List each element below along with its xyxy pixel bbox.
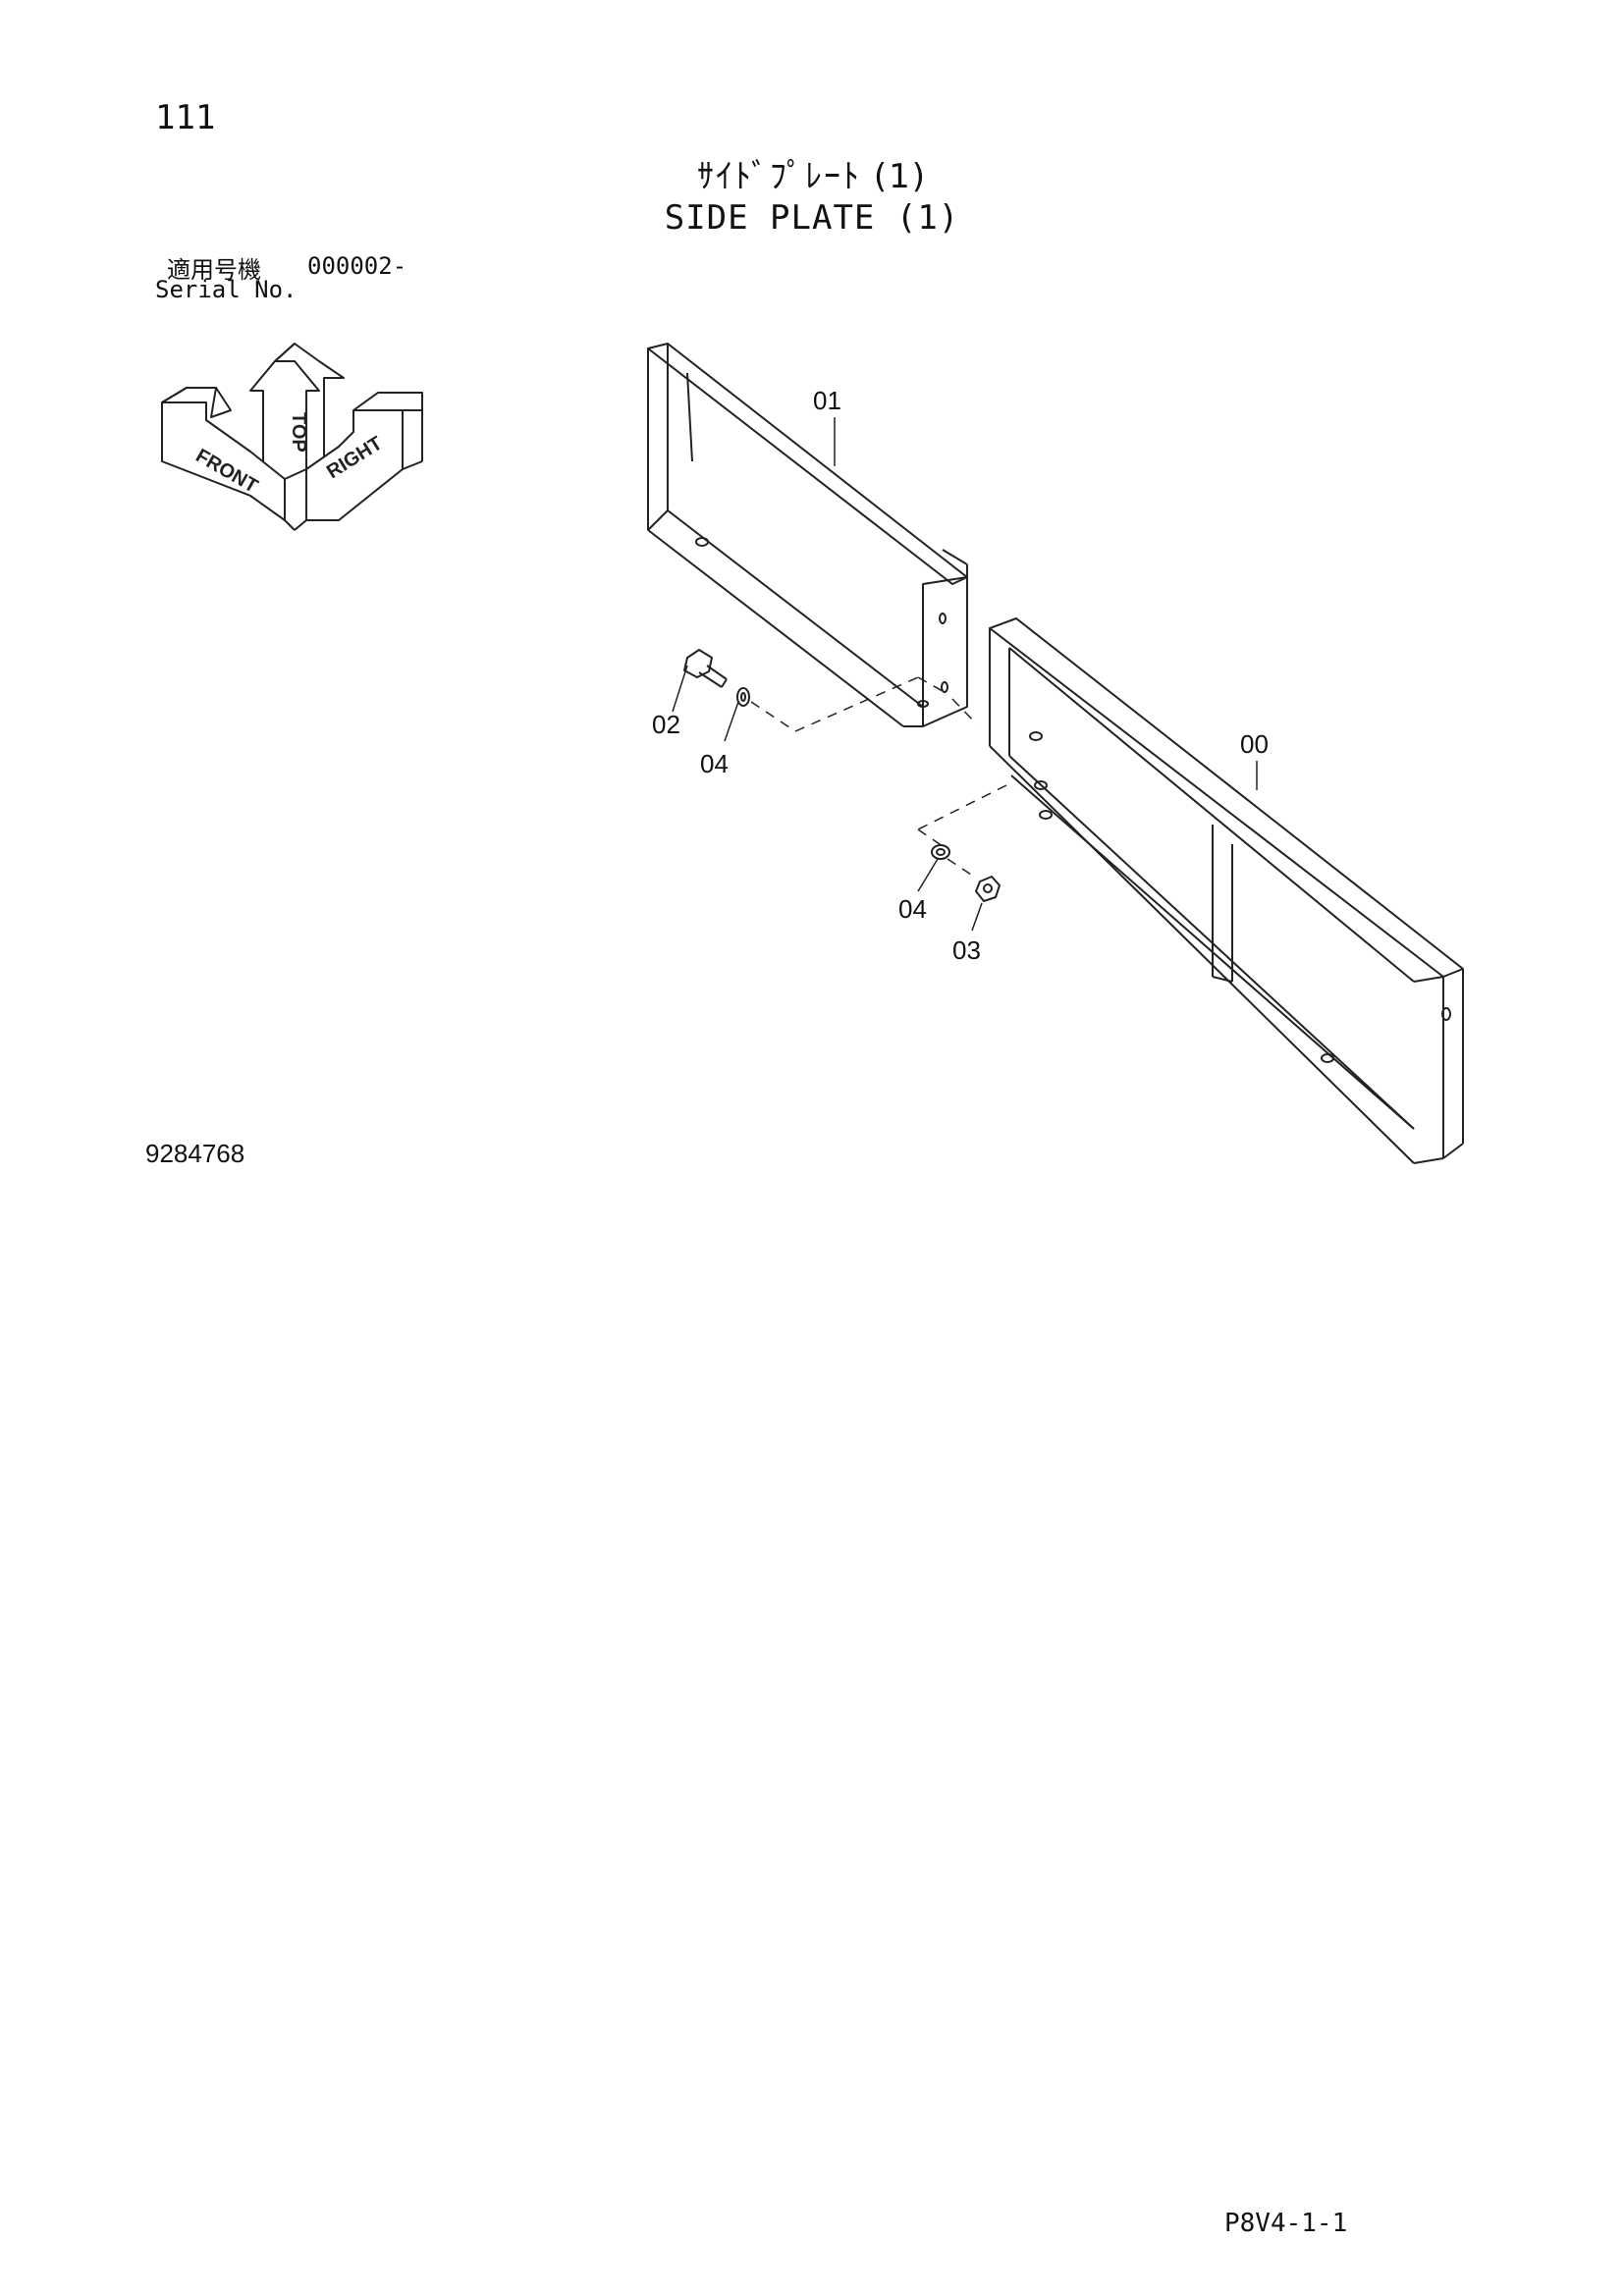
bolt-part <box>683 649 728 688</box>
serial-label-japanese: 適用号機 <box>167 256 261 284</box>
side-plate-short-part <box>647 343 968 727</box>
callout-04-upper: 04 <box>700 749 729 778</box>
drawing-number: 9284768 <box>145 1139 245 1168</box>
callout-00: 00 <box>1240 729 1269 759</box>
callout-02: 02 <box>652 710 680 739</box>
page-title-english: SIDE PLATE (1) <box>664 198 960 238</box>
footer-code: P8V4-1-1 <box>1224 2209 1348 2238</box>
callout-04-lower: 04 <box>898 894 927 924</box>
washer-upper-part <box>736 687 750 707</box>
page-number: 111 <box>155 98 216 137</box>
page-title-japanese: ｻｲﾄﾞﾌﾟﾚｰﾄ (1) <box>697 157 927 196</box>
callout-03: 03 <box>952 935 981 965</box>
callout-01: 01 <box>813 386 841 415</box>
nut-part <box>975 876 1001 902</box>
serial-number-range: 000002- <box>307 252 407 280</box>
washer-lower-part <box>931 844 950 860</box>
serial-label-english: Serial No. <box>155 276 298 303</box>
orientation-top-label: TOP <box>288 412 309 453</box>
side-plate-long-part <box>989 617 1464 1164</box>
